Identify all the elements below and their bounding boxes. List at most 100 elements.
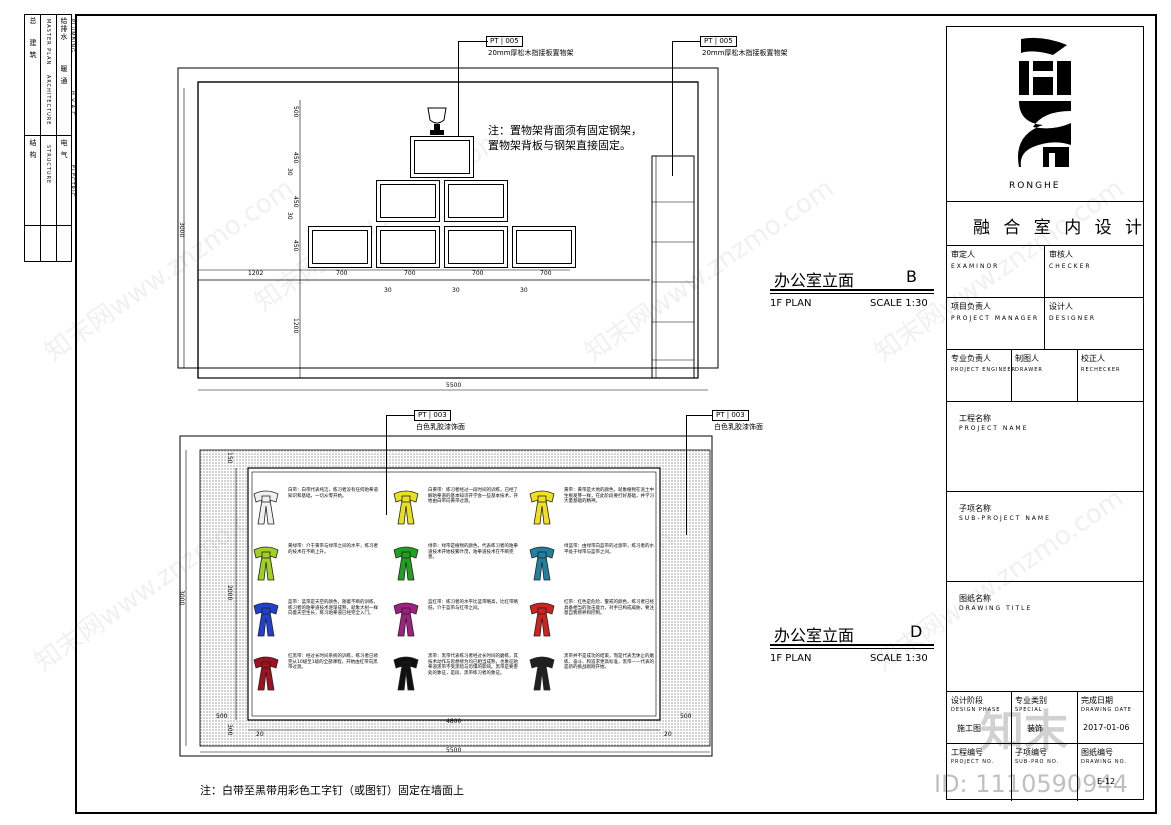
belt-item: 黄带：黄带是大地的颜色，就象植物在泥土中生根发芽一样，在此阶段要打好基础，并学习… [524,486,660,538]
dim-d-20a: 20 [256,731,264,738]
belt-icon [253,490,279,525]
title-b-letter: B [906,267,917,286]
shelf-mid-right [444,180,508,222]
belt-icon [529,546,555,581]
belt-item: 红带：红色是危险、警戒的颜色，练习者已经具备相当的攻击能力，对手已构成威胁，要注… [524,598,660,650]
dim-b-700d: 700 [540,270,552,277]
note-b-line1: 注：置物架背面须有固定钢架， [488,124,642,137]
phase-cn: 设计阶段 [951,696,983,705]
scale-d: SCALE 1:30 [870,653,928,664]
tag-d1: PT | 003 [414,410,451,421]
belt-description: 红黑带：经过长时间系统的训练，练习者已修完从10级至1级的全部课程，开始由红带向… [288,654,378,670]
elevation-d-drawing [179,435,713,757]
dim-b-3000: 3000 [178,222,185,238]
id-watermark: ID: 1110590944 [934,770,1128,798]
dim-b-30a: 30 [286,168,293,176]
strip-col2-0: 给排水 [60,17,68,41]
strip-col1-3: 结 [29,139,37,147]
checker-en: CHECKER [1049,263,1092,270]
strip-col2-en-1: H.V.A.C. [69,91,75,119]
date-cn: 完成日期 [1081,696,1113,705]
dim-b-700c: 700 [472,270,484,277]
examinor-cn: 审定人 [951,250,975,259]
tag-b2-text: 20mm厚松木指接板置物架 [702,49,788,57]
pe-cn: 专业负责人 [951,354,991,363]
subno-en: SUB-PRO NO. [1015,759,1060,765]
examinor-en: EXAMINOR [951,263,1000,270]
project-cn: 工程名称 [959,414,991,423]
belt-description: 白黄带：练习者经过一段时间的训练，已经了解跆拳道的基本知识开学会一些基本技术，开… [428,488,518,504]
belt-item: 黄绿带：介于黄带与绿带之间的水平，练习者的技术在不断上升。 [248,542,384,594]
belt-icon [393,490,419,525]
belt-description: 绿带：绿带是植物的颜色，代表练习者的跆拳道技术开始枝繁叶茂，跆拳道技术在不断完善… [428,544,518,560]
note-b-line2: 置物架背板与钢架直接固定。 [488,139,631,152]
dim-b-450c: 450 [292,240,299,252]
dim-d-500l: 500 [216,713,228,720]
pm-en: PROJECT MANAGER [951,315,1040,322]
drawer-cn: 制图人 [1015,354,1039,363]
dim-d-20b: 20 [664,731,672,738]
belt-item: 白黄带：练习者经过一段时间的训练，已经了解跆拳道的基本知识开学会一些基本技术，开… [388,486,524,538]
dim-b-500: 500 [292,106,299,118]
dim-d-500r: 500 [680,713,692,720]
drawing-frame [75,14,1157,814]
projno-cn: 工程编号 [951,748,983,757]
shelf-mid-left [376,180,440,222]
subproject-en: SUB-PROJECT NAME [959,515,1051,522]
drawer-en: DRAWER [1015,367,1043,373]
tag-b1-text: 20mm厚松木指接板置物架 [488,49,574,57]
belt-item: 白带：白带代表纯洁，练习者没有任何跆拳道知识和基础，一切从零开始。 [248,486,384,538]
strip-col2-3: 电 [60,139,68,147]
designer-cn: 设计人 [1049,302,1073,311]
company-name: 融 合 室 内 设 计 [973,218,1147,238]
belt-item: 红黑带：经过长时间系统的训练，练习者已修完从10级至1级的全部课程，开始由红带向… [248,652,384,704]
belt-icon [393,546,419,581]
belt-item: 黑带并不是成功的结束，而是代表无休止的磨练、奋斗、和追求更高标准，黑带——代表的… [524,652,660,704]
strip-col2-1: 暖 [60,65,68,73]
type-en: SPECIAL [1015,707,1043,713]
date-value: 2017-01-06 [1083,723,1130,732]
shelf-bottom-4 [512,226,576,268]
belt-item: 黑带：黑带代表练习者经过长时间的磨练，其技术动作与思想修为均已相当成熟，也象征跆… [388,652,524,704]
belt-item: 绿带：绿带是植物的颜色，代表练习者的跆拳道技术开始枝繁叶茂，跆拳道技术在不断完善… [388,542,524,594]
drawno-cn: 图纸编号 [1081,748,1113,757]
belt-description: 红带：红色是危险、警戒的颜色，练习者已经具备相当的攻击能力，对手已构成威胁，要注… [564,600,654,616]
ronghe-logo-icon [1018,37,1071,167]
belt-icon [529,490,555,525]
tag-d2: PT | 003 [712,410,749,421]
strip-col1-en-1: ARCHITECTURE [45,75,51,126]
phase-value: 施工图 [957,724,981,733]
belt-icon [253,546,279,581]
belt-description: 黄带：黄带是大地的颜色，就象植物在泥土中生根发芽一样，在此阶段要打好基础，并学习… [564,488,654,504]
shelf-bottom-3 [444,226,508,268]
belt-item: 绿蓝带：由绿带向蓝带的过渡带，练习者的水平处于绿带与蓝带之间。 [524,542,660,594]
shelf-bottom-2 [376,226,440,268]
type-cn: 专业类别 [1015,696,1047,705]
date-en: DRAWING DATE [1081,707,1132,713]
belt-item: 蓝带：蓝带是天空的颜色，随着不断的训练，练习者的跆拳道技术逐渐成熟，就象大树一样… [248,598,384,650]
dim-d-3000: 3000 [178,590,185,606]
belt-description: 绿蓝带：由绿带向蓝带的过渡带，练习者的水平处于绿带与蓝带之间。 [564,544,654,555]
strip-col1-1: 建 [29,39,37,47]
subno-cn: 子项编号 [1015,748,1047,757]
dim-d-5500: 5500 [446,747,462,754]
dim-b-450a: 450 [292,152,299,164]
shelf-bottom-1 [308,226,372,268]
scale-b: SCALE 1:30 [870,298,928,309]
tag-d2-text: 白色乳胶漆饰面 [714,423,763,431]
plan-d: 1F PLAN [770,653,812,664]
dim-b-1202: 1202 [248,270,264,277]
drawno-value: E-12 [1097,777,1116,786]
dim-b-30c: 30 [384,287,392,294]
dim-d-300: 300 [226,724,233,736]
projno-en: PROJECT NO. [951,759,995,765]
brand-watermark: 知末 [980,706,1068,757]
belt-icon [529,602,555,637]
title-block: RONGHE 融 合 室 内 设 计 审定人 EXAMINOR 审核人 CHEC… [946,26,1147,801]
belt-icon [253,656,279,691]
designer-en: DESIGNER [1049,315,1097,322]
belt-description: 白带：白带代表纯洁，练习者没有任何跆拳道知识和基础，一切从零开始。 [288,488,378,499]
dim-b-700a: 700 [336,270,348,277]
rechecker-en: RECHECKER [1081,367,1121,373]
dim-d-4800: 4800 [446,718,462,725]
